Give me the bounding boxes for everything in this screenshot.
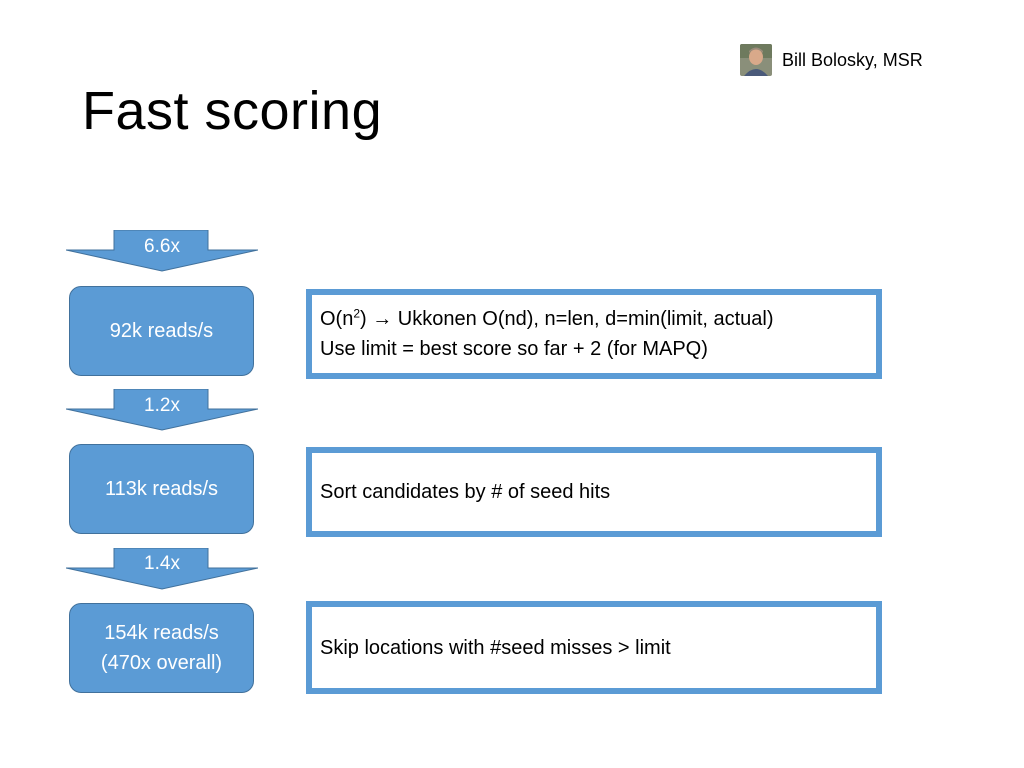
note-line: Sort candidates by # of seed hits bbox=[320, 481, 611, 503]
throughput-label-group: 154k reads/s (470x overall) bbox=[101, 618, 222, 678]
speedup-label: 6.6x bbox=[144, 236, 180, 257]
throughput-label: 92k reads/s bbox=[109, 320, 214, 342]
speedup-label: 1.4x bbox=[144, 553, 180, 574]
note-text: Ukkonen O(nd), n=len, d=min(limit, actua… bbox=[392, 308, 774, 330]
down-arrow-icon bbox=[66, 230, 258, 272]
throughput-label: 113k reads/s bbox=[104, 478, 219, 500]
avatar bbox=[740, 44, 772, 76]
throughput-box: 113k reads/s bbox=[69, 444, 254, 534]
note-line: O(n2) → Ukkonen O(nd), n=len, d=min(limi… bbox=[320, 304, 876, 334]
author-badge: Bill Bolosky, MSR bbox=[740, 44, 923, 76]
author-name: Bill Bolosky, MSR bbox=[782, 49, 923, 70]
note-box: Skip locations with #seed misses > limit bbox=[306, 601, 882, 694]
note-text: ) bbox=[360, 308, 373, 330]
right-arrow-icon: → bbox=[372, 308, 393, 330]
throughput-label: 154k reads/s bbox=[104, 622, 219, 644]
down-arrow-icon bbox=[66, 548, 258, 590]
note-line: Use limit = best score so far + 2 (for M… bbox=[320, 338, 708, 360]
slide-title: Fast scoring bbox=[82, 81, 383, 141]
note-box: O(n2) → Ukkonen O(nd), n=len, d=min(limi… bbox=[306, 289, 882, 379]
note-text: O(n bbox=[320, 308, 354, 330]
throughput-box: 154k reads/s (470x overall) bbox=[69, 603, 254, 693]
down-arrow-icon bbox=[66, 389, 258, 431]
throughput-box: 92k reads/s bbox=[69, 286, 254, 376]
speedup-label: 1.2x bbox=[144, 395, 180, 416]
note-box: Sort candidates by # of seed hits bbox=[306, 447, 882, 537]
note-line: Skip locations with #seed misses > limit bbox=[320, 636, 671, 659]
overall-label: (470x overall) bbox=[100, 652, 223, 674]
superscript: 2 bbox=[353, 306, 361, 321]
